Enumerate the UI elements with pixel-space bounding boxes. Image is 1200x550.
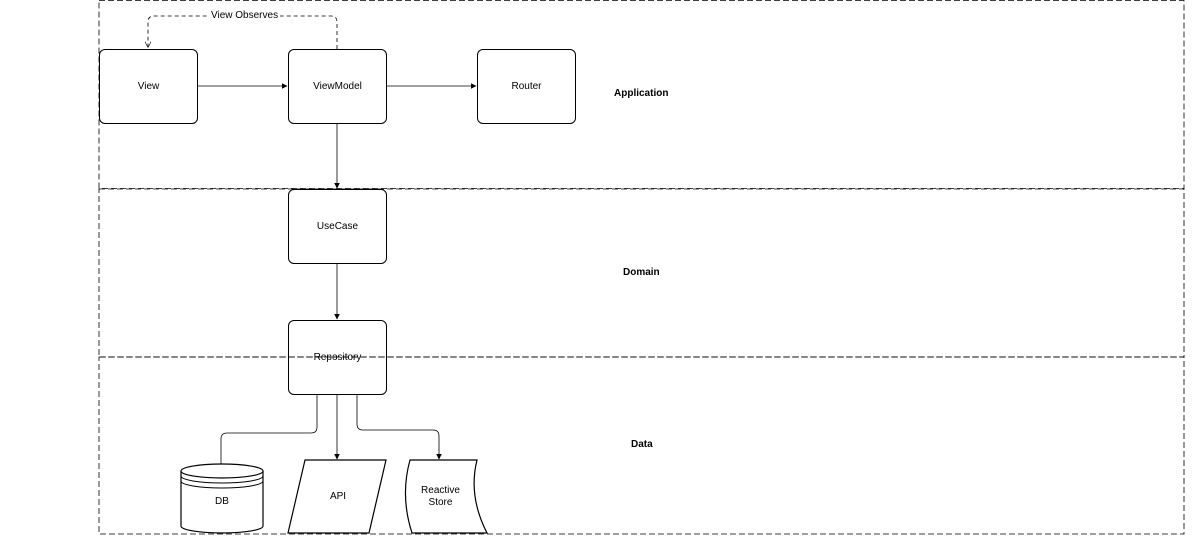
api-shape [287,459,387,534]
data-layer-box [98,356,1185,535]
api-label: API [329,491,347,502]
view-node: View [99,49,198,124]
view-node-label: View [137,81,160,92]
router-node: Router [477,49,576,124]
router-node-label: Router [511,81,542,92]
viewmodel-node: ViewModel [288,49,387,124]
repository-to-reactive-store-edge [356,394,442,460]
edges [148,15,477,472]
usecase-node-label: UseCase [316,221,359,232]
view-observes-label: View Observes [209,10,281,21]
usecase-node: UseCase [288,189,387,264]
viewmodel-node-label: ViewModel [313,81,362,92]
reactive-store-label: Reactive Store [421,485,460,508]
repository-node-label: Repository [313,352,362,363]
repository-node: Repository [288,320,387,395]
reactive-store-shape [404,459,488,534]
application-layer-label: Application [614,88,669,99]
db-label: DB [215,496,229,507]
db-shape [180,463,264,534]
domain-layer-label: Domain [623,267,660,278]
view-observes-edge [148,15,338,49]
data-layer-label: Data [631,439,653,450]
repository-to-db-edge [218,394,318,472]
